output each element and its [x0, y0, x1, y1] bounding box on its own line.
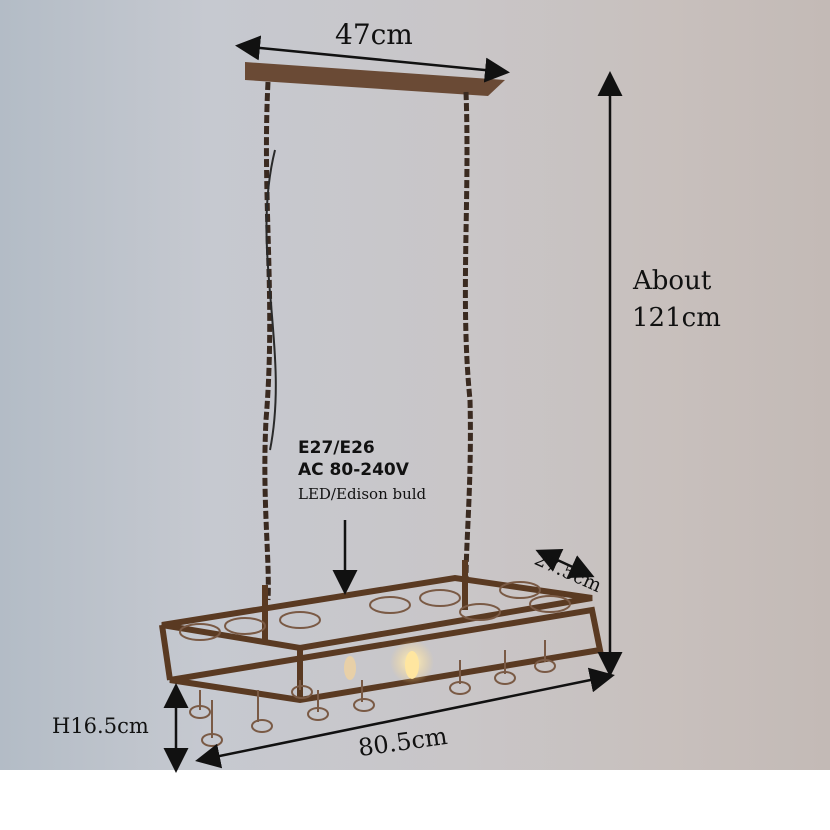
voltage-label: AC 80-240V — [298, 460, 409, 480]
chain-left — [262, 81, 273, 601]
frame-height-label: H16.5cm — [52, 714, 149, 738]
socket-label: E27/E26 — [298, 438, 375, 458]
dim-arrow-top — [235, 35, 510, 83]
dim-arrow-length — [195, 667, 615, 769]
bulb — [405, 651, 419, 679]
bulb — [344, 656, 356, 680]
bulb-type-label: LED/Edison buld — [298, 485, 427, 503]
chain-right — [462, 91, 473, 581]
dim-arrow-depth — [535, 549, 595, 578]
height-value-label: 121cm — [632, 303, 721, 333]
cord — [265, 149, 277, 451]
top-width-label: 47cm — [335, 18, 413, 51]
height-about-label: About — [633, 266, 712, 296]
